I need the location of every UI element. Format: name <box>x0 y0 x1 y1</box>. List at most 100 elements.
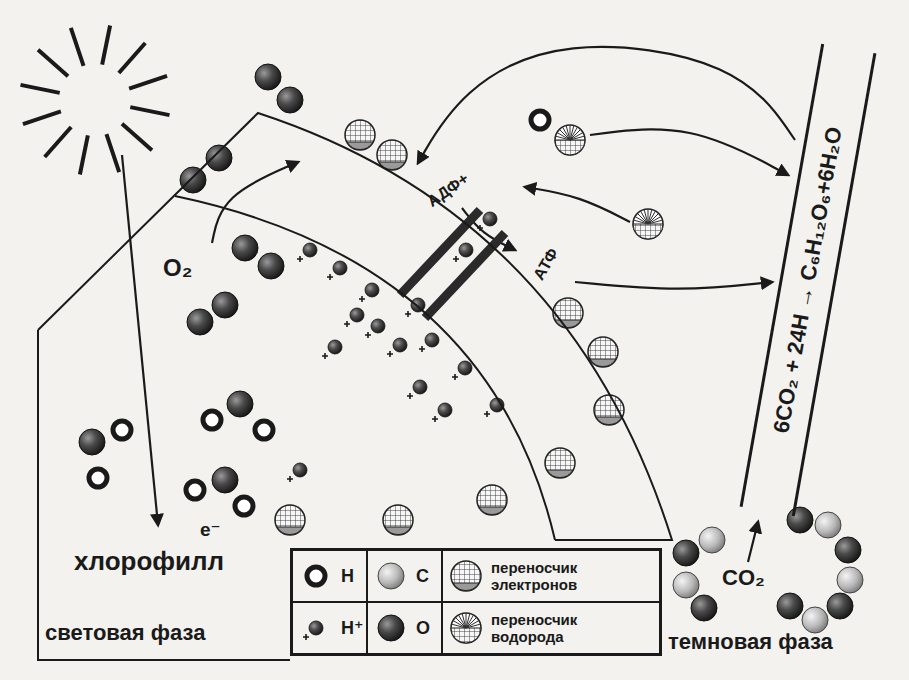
legend-cell: C <box>367 550 442 602</box>
oxygen-atom <box>212 467 238 493</box>
hydrogen-carrier-ray <box>466 621 479 629</box>
electron-carrier-band <box>385 527 411 535</box>
proton <box>309 621 323 635</box>
electron-carrier-band <box>479 507 505 515</box>
hydrogen-atom <box>235 497 253 515</box>
oxygen-atom <box>673 540 699 566</box>
legend-symbol <box>374 611 408 645</box>
text-label: АДФ+ <box>424 170 472 211</box>
atom-symbol <box>419 333 439 352</box>
sun-ray <box>119 43 145 73</box>
sun-ray <box>102 26 110 65</box>
legend-cell: переносчик электронов <box>442 550 660 602</box>
atom-symbol <box>212 467 238 493</box>
hydrogen-carrier-ray <box>570 133 583 141</box>
atom-symbol <box>432 403 452 422</box>
proton <box>413 380 427 394</box>
atom-symbol <box>453 243 473 262</box>
electron-carrier <box>545 448 575 478</box>
atom-symbol <box>232 235 258 261</box>
legend-symbol <box>374 559 408 593</box>
sun-ray <box>106 134 119 172</box>
atom-symbol <box>287 463 307 482</box>
oxygen-atom <box>258 253 284 279</box>
oxygen-atom <box>206 145 232 171</box>
sun-ray <box>23 111 61 124</box>
sun <box>21 26 170 175</box>
hydrogen-carrier-ray <box>648 217 661 225</box>
atom-symbol <box>405 298 425 317</box>
electron-carrier-band <box>590 359 616 367</box>
sun-ray <box>130 107 169 115</box>
plus-sign <box>432 416 438 422</box>
atom-symbol <box>359 283 379 302</box>
legend-text: O <box>416 618 430 639</box>
text-label: e⁻ <box>200 520 221 541</box>
atom-symbol <box>531 111 549 129</box>
plus-sign <box>322 353 328 359</box>
legend-cell: O <box>367 602 442 654</box>
sun-ray <box>80 135 88 174</box>
atom-symbol <box>383 505 413 535</box>
text-label: хлорофилл <box>74 547 224 576</box>
atom-symbol <box>777 593 803 619</box>
atom-symbol <box>303 621 323 640</box>
proton <box>459 243 473 257</box>
legend-cell: H⁺ <box>292 602 367 654</box>
oxygen-atom <box>277 87 303 113</box>
atom-symbol <box>673 572 699 598</box>
atom-symbol <box>484 398 504 417</box>
arrow <box>575 282 772 289</box>
electron-carrier <box>275 505 305 535</box>
plus-sign <box>407 393 413 399</box>
hydrogen-atom <box>186 481 204 499</box>
text-label: АТФ <box>530 245 562 283</box>
atom-symbol <box>79 429 105 455</box>
arrow <box>590 129 788 175</box>
atom-symbol <box>451 561 481 591</box>
legend-table: HCпереносчик электроновH⁺Oпереносчик вод… <box>290 548 662 656</box>
atom-symbol <box>187 309 213 335</box>
membrane-line <box>175 196 555 540</box>
atom-symbol <box>837 567 863 593</box>
carbon-atom <box>699 527 725 553</box>
carbon-atom <box>837 567 863 593</box>
proton <box>293 463 307 477</box>
oxygen-atom <box>180 167 206 193</box>
plus-sign <box>387 351 393 357</box>
membrane-line <box>38 330 290 660</box>
legend-text: H <box>341 566 354 587</box>
arrows <box>122 47 795 562</box>
legend-symbol <box>299 611 333 645</box>
plus-sign <box>477 225 483 231</box>
electron-carrier <box>553 298 583 328</box>
arrow <box>525 187 630 222</box>
arrow <box>212 162 298 243</box>
proton <box>393 338 407 352</box>
atom-symbol <box>186 481 204 499</box>
atom-symbol <box>212 292 238 318</box>
atom-symbol <box>327 261 347 280</box>
proton <box>371 319 385 333</box>
atom-symbol <box>203 411 221 429</box>
oxygen-atom <box>232 235 258 261</box>
text-label: CO₂ <box>722 566 765 590</box>
hydrogen-carrier-grid <box>451 628 481 643</box>
atom-symbol <box>378 563 404 589</box>
carbon-atom <box>673 572 699 598</box>
equation-band: 6CO₂ + 24H → C₆H₁₂O₆+6H₂O <box>740 44 877 517</box>
atom-symbol <box>255 421 273 439</box>
atom-symbol <box>344 308 364 327</box>
proton <box>350 308 364 322</box>
hydrogen-carrier-ray <box>648 220 662 224</box>
legend-symbol <box>299 559 333 593</box>
atom-symbol <box>477 485 507 515</box>
membrane-line <box>38 113 672 540</box>
legend-symbol <box>449 559 483 593</box>
proton <box>365 283 379 297</box>
sun-ray <box>45 127 71 157</box>
oxygen-atom <box>691 595 717 621</box>
atom-symbol <box>255 64 281 90</box>
oxygen-atom <box>827 593 853 619</box>
plus-sign <box>327 274 333 280</box>
